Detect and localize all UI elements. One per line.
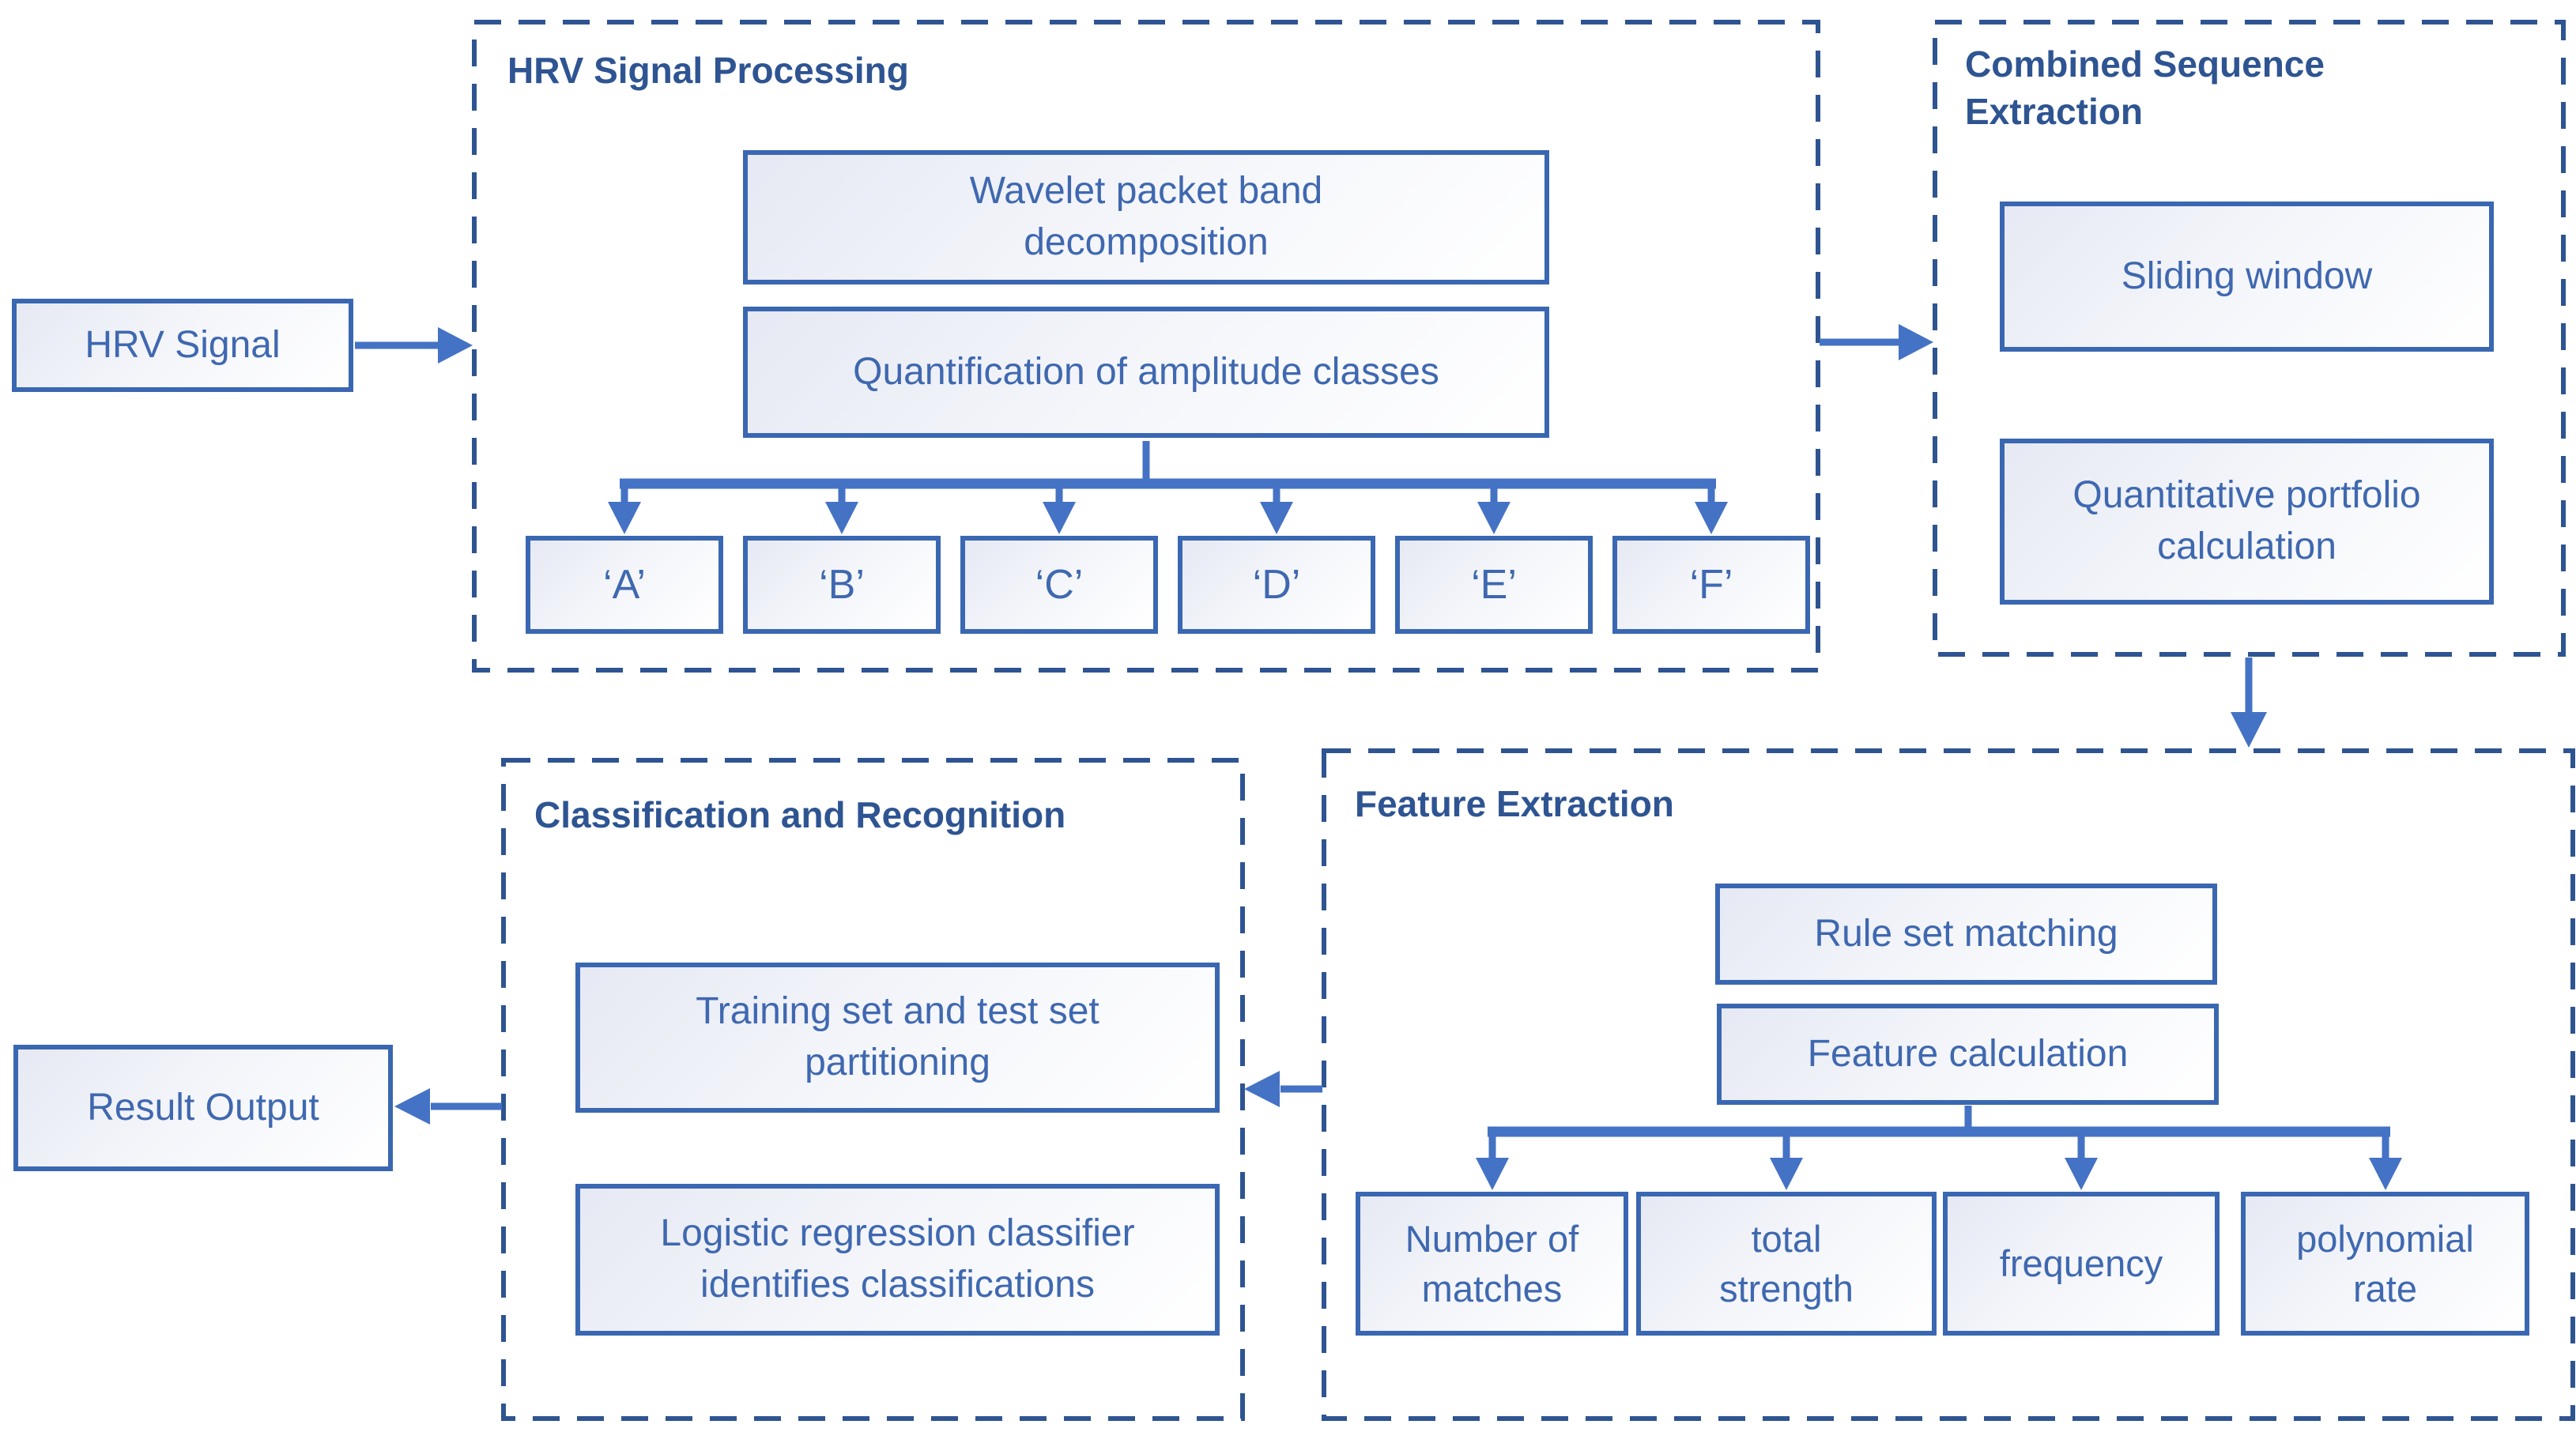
node-class-d: ‘D’ xyxy=(1178,536,1375,634)
arrow-hrv-to-processing xyxy=(355,327,473,364)
panel-title-hrv-signal-processing: HRV Signal Processing xyxy=(507,50,909,91)
panel-title-combined-sequence-extraction: Combined Sequence Extraction xyxy=(1965,43,2325,132)
node-sliding-window: Sliding window xyxy=(2000,202,2494,352)
node-feature-calculation: Feature calculation xyxy=(1717,1004,2219,1105)
arrow-classification-to-result xyxy=(394,1088,502,1125)
node-rule-set-matching: Rule set matching xyxy=(1715,884,2217,985)
panel-border-classification-recognition xyxy=(501,758,1245,1421)
node-class-c: ‘C’ xyxy=(960,536,1158,634)
arrow-combined-to-feature xyxy=(2231,658,2267,748)
node-class-f: ‘F’ xyxy=(1612,536,1810,634)
node-hrv-signal: HRV Signal xyxy=(12,299,353,392)
node-training-test-partitioning: Training set and test set partitioning xyxy=(575,963,1220,1113)
node-logistic-regression-classifier: Logistic regression classifier identifie… xyxy=(575,1184,1220,1336)
node-total-strength: total strength xyxy=(1636,1192,1937,1336)
panel-title-feature-extraction: Feature Extraction xyxy=(1355,783,1674,824)
panel-border-combined-sequence-extraction xyxy=(1933,20,2566,657)
panel-title-classification-recognition: Classification and Recognition xyxy=(534,794,1066,835)
node-polynomial-rate: polynomial rate xyxy=(2241,1192,2529,1336)
tree-quantification-to-classes xyxy=(608,441,1728,534)
node-class-b: ‘B’ xyxy=(743,536,941,634)
tree-feature-calc-to-leaves xyxy=(1476,1106,2402,1190)
arrow-processing-to-combined xyxy=(1820,324,1933,360)
panel-border-feature-extraction xyxy=(1322,748,2575,1421)
node-quantification-of-amplitude-classes: Quantification of amplitude classes xyxy=(743,307,1549,438)
node-quantitative-portfolio-calculation: Quantitative portfolio calculation xyxy=(2000,439,2494,605)
node-result-output: Result Output xyxy=(13,1045,393,1171)
arrow-feature-to-classification xyxy=(1244,1071,1322,1107)
node-frequency: frequency xyxy=(1943,1192,2220,1336)
node-number-of-matches: Number of matches xyxy=(1356,1192,1628,1336)
panel-border-hrv-signal-processing xyxy=(472,20,1820,673)
node-class-e: ‘E’ xyxy=(1395,536,1593,634)
node-wavelet-packet-band-decomposition: Wavelet packet band decomposition xyxy=(743,150,1549,285)
node-class-a: ‘A’ xyxy=(526,536,723,634)
